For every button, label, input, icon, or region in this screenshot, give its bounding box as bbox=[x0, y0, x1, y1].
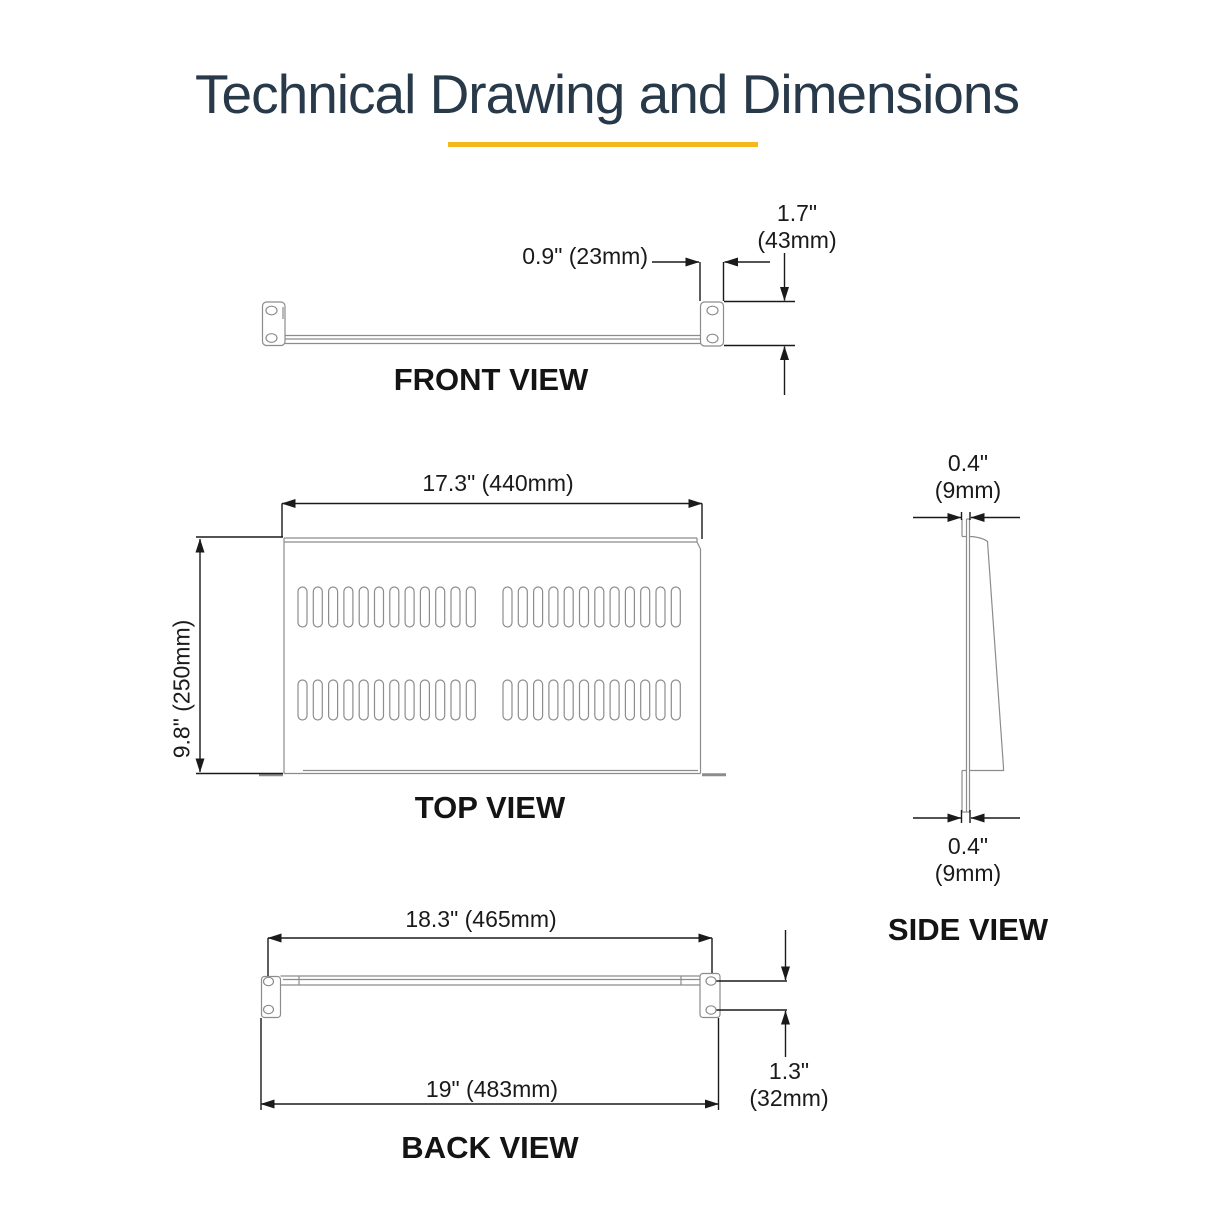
page-title: Technical Drawing and Dimensions bbox=[195, 63, 1020, 125]
side-view-part bbox=[961, 518, 1005, 813]
side-top-dim-label: 0.4" (9mm) bbox=[935, 450, 1001, 504]
side-bottom-dim-label: 0.4" (9mm) bbox=[935, 833, 1001, 887]
side-view-label: SIDE VIEW bbox=[887, 912, 1049, 947]
side-view-dims bbox=[913, 512, 1020, 823]
back-view-label: BACK VIEW bbox=[401, 1130, 579, 1165]
side-top-dim-in: 0.4" bbox=[947, 450, 989, 476]
front-height-dim-mm: (43mm) bbox=[757, 227, 837, 253]
side-top-dim-mm: (9mm) bbox=[934, 477, 1002, 503]
side-bottom-dim-mm: (9mm) bbox=[934, 860, 1002, 886]
back-hole-spacing-dim-label: 18.3" (465mm) bbox=[405, 906, 557, 932]
vent-slots bbox=[297, 586, 681, 721]
back-offset-dim-in: 1.3" bbox=[768, 1058, 810, 1084]
back-full-width-dim-label: 19" (483mm) bbox=[425, 1076, 559, 1102]
back-view-dims bbox=[260, 930, 790, 1110]
top-view-dims bbox=[195, 499, 703, 775]
side-bottom-dim-in: 0.4" bbox=[947, 833, 989, 859]
title-underline bbox=[448, 142, 758, 147]
back-offset-dim-mm: (32mm) bbox=[749, 1085, 829, 1111]
back-view-part bbox=[260, 972, 721, 1019]
front-view-dims bbox=[652, 253, 795, 395]
front-height-dim-in: 1.7" bbox=[776, 200, 818, 226]
front-view-label: FRONT VIEW bbox=[393, 362, 589, 397]
front-height-dim-label: 1.7" (43mm) bbox=[757, 200, 836, 254]
top-depth-dim-label: 9.8" (250mm) bbox=[168, 619, 195, 759]
top-view-part bbox=[259, 537, 726, 777]
front-view-part bbox=[261, 301, 725, 347]
front-depth-dim-label: 0.9" (23mm) bbox=[522, 243, 648, 269]
back-offset-dim-label: 1.3" (32mm) bbox=[749, 1058, 828, 1112]
top-view-label: TOP VIEW bbox=[414, 790, 566, 825]
top-width-dim-label: 17.3" (440mm) bbox=[422, 470, 574, 496]
